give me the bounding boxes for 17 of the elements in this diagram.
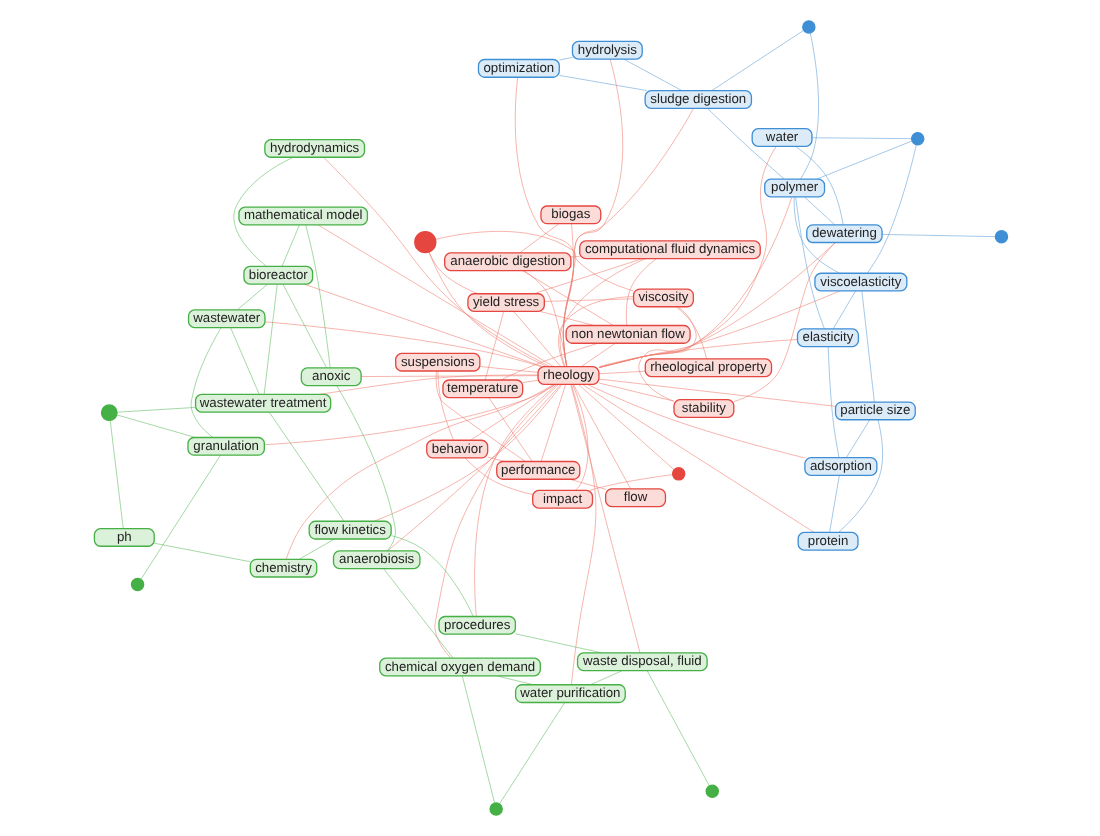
node-circle [129, 577, 144, 592]
node-circle [413, 230, 436, 254]
node-circle [801, 20, 815, 34]
connector [473, 384, 557, 617]
connector [316, 224, 553, 367]
node-circle [670, 467, 685, 481]
node-circle [704, 784, 719, 798]
connector [558, 56, 572, 61]
connector [569, 255, 580, 258]
node-circle [99, 404, 117, 422]
node-circle [909, 131, 924, 146]
connector [486, 456, 504, 462]
connector [434, 230, 633, 292]
node-circle [993, 230, 1008, 244]
connector [521, 379, 537, 384]
connector [322, 157, 550, 367]
node-circle [488, 802, 502, 816]
